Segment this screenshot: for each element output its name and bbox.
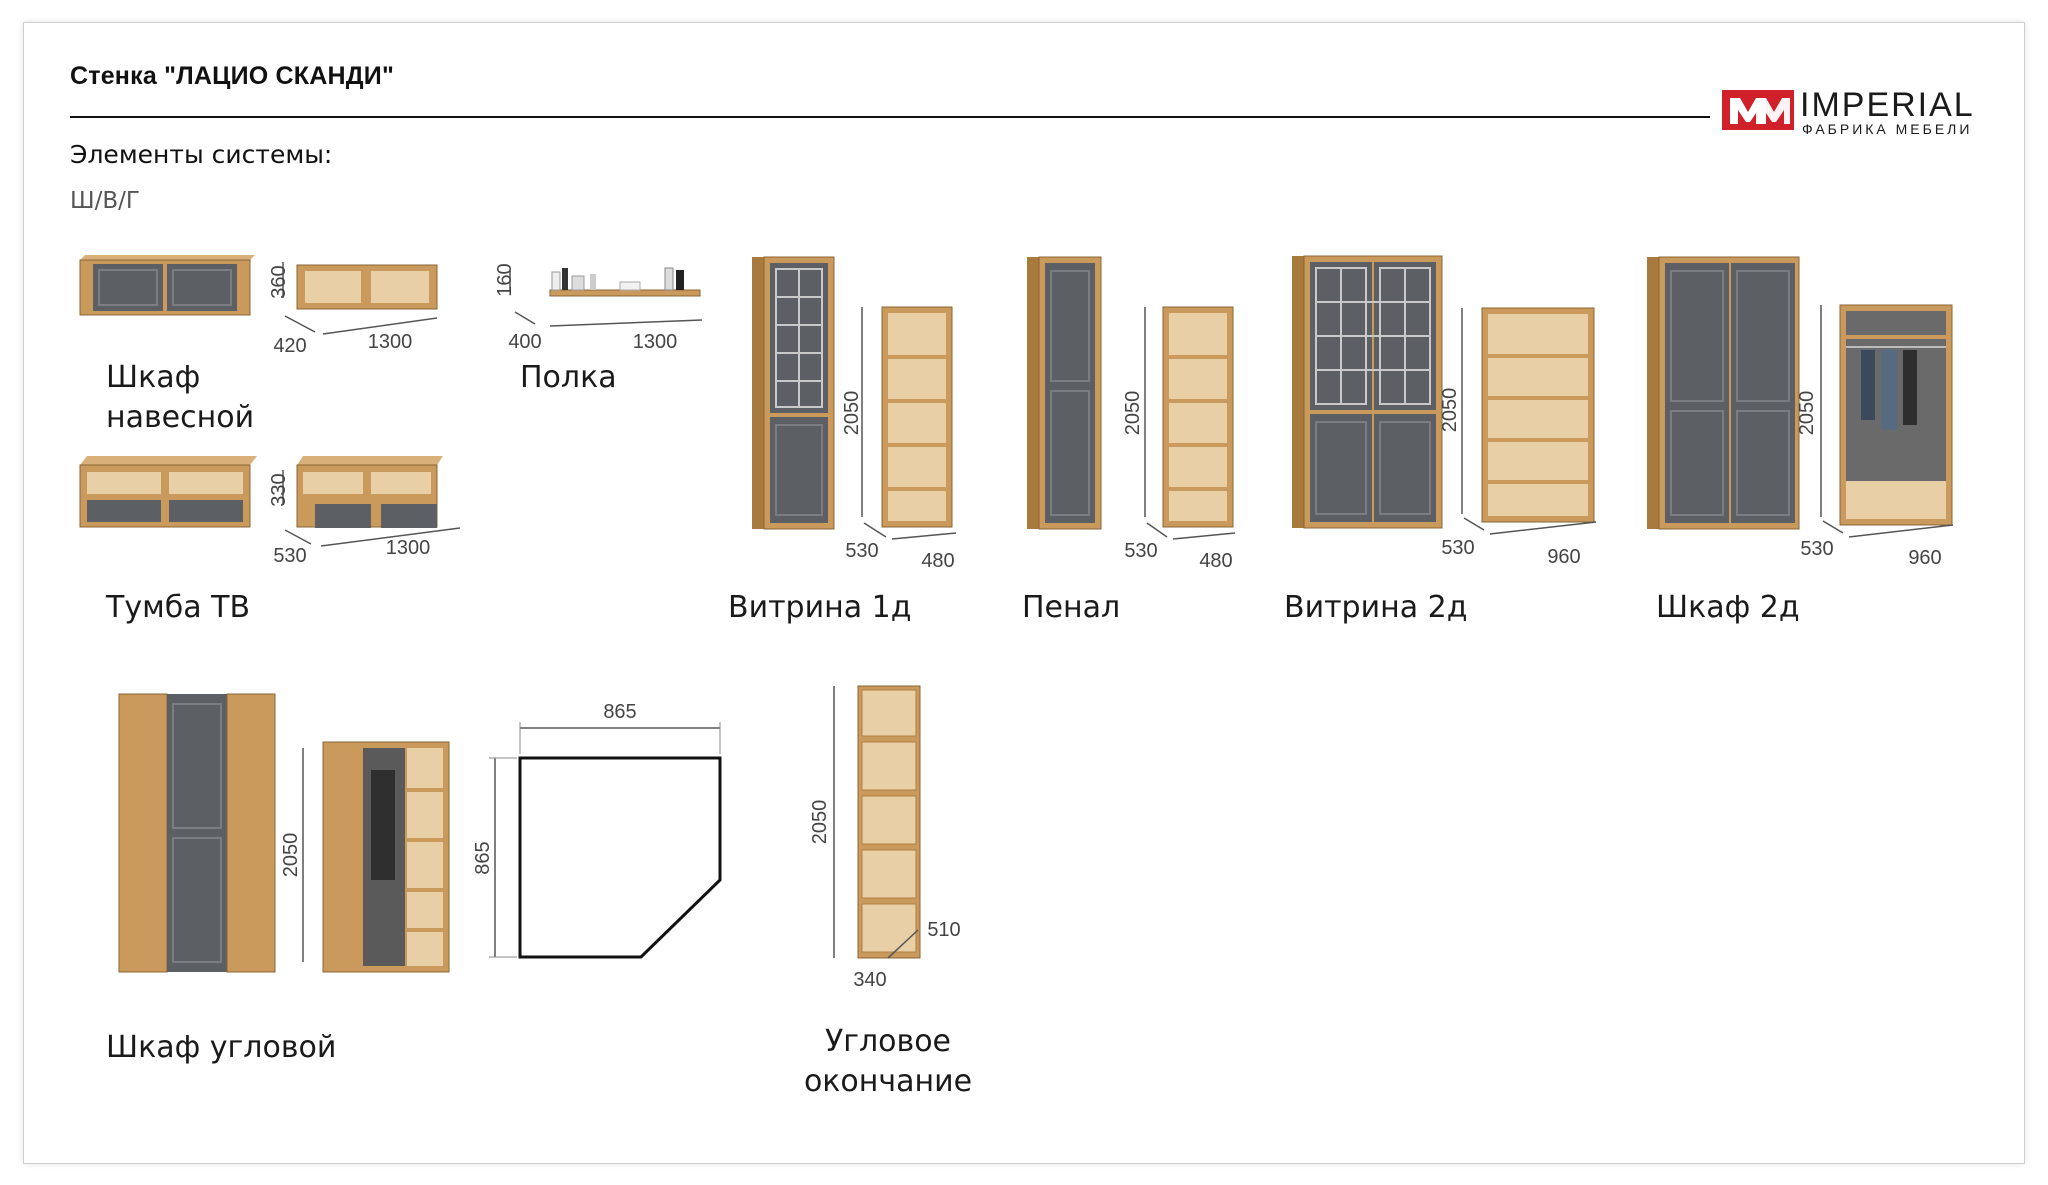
item-name-display-cabinet-2d: Витрина 2д [1284, 590, 1468, 625]
svg-text:480: 480 [1199, 550, 1232, 572]
svg-text:2050: 2050 [1122, 391, 1144, 436]
svg-text:960: 960 [1908, 547, 1941, 569]
item-name-tv-stand: Тумба ТВ [106, 590, 251, 625]
corner-end-figure: 2050 510 340 [809, 685, 961, 991]
wardrobe-2d-figure: 2050 530 960 [1647, 256, 1954, 569]
svg-text:ФАБРИКА МЕБЕЛИ: ФАБРИКА МЕБЕЛИ [1802, 121, 1972, 137]
svg-text:865: 865 [603, 701, 636, 723]
shelf-figure: 160 400 1300 [494, 263, 703, 353]
page-frame [23, 22, 2025, 1164]
svg-text:1300: 1300 [633, 331, 678, 353]
display-cabinet-2d-figure: 2050 530 960 [1292, 255, 1597, 568]
corner-wardrobe-figure: 2050 865 865 [118, 693, 722, 973]
svg-text:510: 510 [927, 919, 960, 941]
svg-text:1300: 1300 [368, 331, 413, 353]
svg-text:160: 160 [494, 263, 516, 296]
svg-text:330: 330 [268, 473, 290, 506]
svg-text:2050: 2050 [280, 833, 302, 878]
item-name-display-cabinet-1d: Витрина 1д [728, 590, 912, 625]
display-cabinet-1d-figure: 2050 530 480 [752, 256, 957, 572]
svg-text:340: 340 [853, 969, 886, 991]
svg-text:2050: 2050 [1796, 391, 1818, 436]
svg-text:530: 530 [1800, 538, 1833, 560]
dimensions-legend: Ш/В/Г [70, 188, 140, 214]
svg-text:480: 480 [921, 550, 954, 572]
svg-text:2050: 2050 [1439, 388, 1461, 433]
svg-text:420: 420 [273, 335, 306, 357]
imperial-logo: IMPERIAL ФАБРИКА МЕБЕЛИ [1722, 88, 1975, 137]
item-name-pencil-case: Пенал [1022, 590, 1121, 625]
svg-text:IMPERIAL: IMPERIAL [1800, 88, 1975, 124]
item-name-shelf: Полка [520, 360, 617, 395]
item-name-corner-wardrobe: Шкаф угловой [106, 1030, 337, 1065]
svg-text:530: 530 [1441, 537, 1474, 559]
svg-text:1300: 1300 [386, 537, 431, 559]
svg-text:530: 530 [845, 540, 878, 562]
svg-text:865: 865 [472, 841, 494, 874]
pencil-case-figure: 2050 530 480 [1027, 256, 1236, 572]
title-divider [70, 116, 1710, 118]
svg-text:400: 400 [508, 331, 541, 353]
svg-text:2050: 2050 [841, 391, 863, 436]
item-name-wardrobe-2d: Шкаф 2д [1656, 590, 1800, 625]
section-subtitle: Элементы системы: [70, 140, 333, 169]
svg-text:530: 530 [273, 545, 306, 567]
wall-cabinet-figure: 360 420 1300 [79, 255, 438, 357]
tv-stand-figure: 330 530 1300 [79, 456, 461, 567]
svg-text:360: 360 [268, 265, 290, 298]
svg-text:2050: 2050 [809, 800, 831, 845]
svg-text:960: 960 [1547, 546, 1580, 568]
page-title: Стенка "ЛАЦИО СКАНДИ" [70, 62, 395, 90]
svg-text:530: 530 [1124, 540, 1157, 562]
